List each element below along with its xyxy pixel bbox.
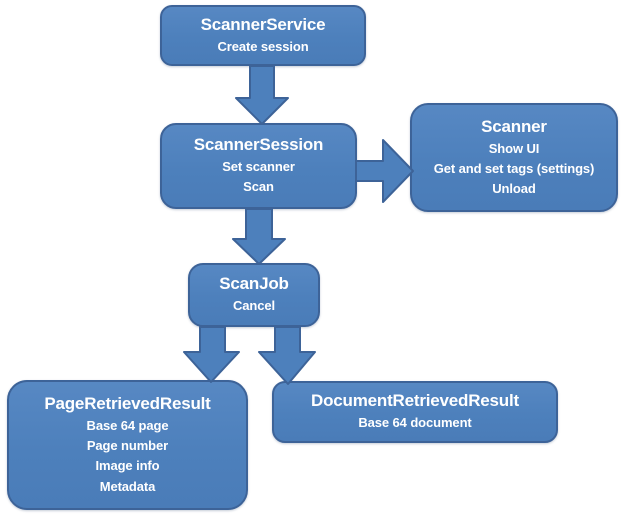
arrow-scan-job-to-document-retrieved-result — [258, 326, 316, 385]
node-scan-job: ScanJob Cancel — [188, 263, 320, 327]
node-scanner-service-title: ScannerService — [200, 14, 326, 34]
node-page-retrieved-result-line: Image info — [95, 458, 160, 474]
node-scan-job-title: ScanJob — [219, 274, 289, 294]
node-scanner-line: Show UI — [488, 140, 540, 156]
node-scanner-service: ScannerService Create session — [160, 5, 366, 66]
arrow-scanner-session-to-scan-job — [232, 208, 286, 265]
node-scanner-session-line: Scan — [243, 179, 274, 195]
node-scanner-session: ScannerSession Set scanner Scan — [160, 123, 357, 209]
arrow-scanner-service-to-scanner-session — [235, 65, 289, 125]
node-scanner-line: Get and set tags (settings) — [433, 160, 595, 176]
arrow-scan-job-to-page-retrieved-result — [183, 326, 240, 383]
node-scanner-line: Unload — [492, 181, 536, 197]
node-scanner: Scanner Show UI Get and set tags (settin… — [410, 103, 618, 212]
node-scanner-service-line: Create session — [217, 38, 309, 54]
node-document-retrieved-result-title: DocumentRetrievedResult — [311, 391, 519, 411]
node-page-retrieved-result-line: Base 64 page — [86, 418, 169, 434]
node-page-retrieved-result-line: Metadata — [99, 478, 156, 494]
node-page-retrieved-result-line: Page number — [86, 438, 169, 454]
node-document-retrieved-result-line: Base 64 document — [358, 415, 472, 431]
node-page-retrieved-result: PageRetrievedResult Base 64 page Page nu… — [7, 380, 248, 510]
node-scanner-session-line: Set scanner — [222, 159, 295, 175]
node-scan-job-line: Cancel — [232, 298, 276, 314]
arrow-scanner-session-to-scanner — [355, 139, 414, 203]
node-document-retrieved-result: DocumentRetrievedResult Base 64 document — [272, 381, 558, 443]
node-scanner-title: Scanner — [481, 116, 547, 136]
node-scanner-session-title: ScannerSession — [193, 135, 324, 155]
node-page-retrieved-result-title: PageRetrievedResult — [44, 394, 211, 414]
